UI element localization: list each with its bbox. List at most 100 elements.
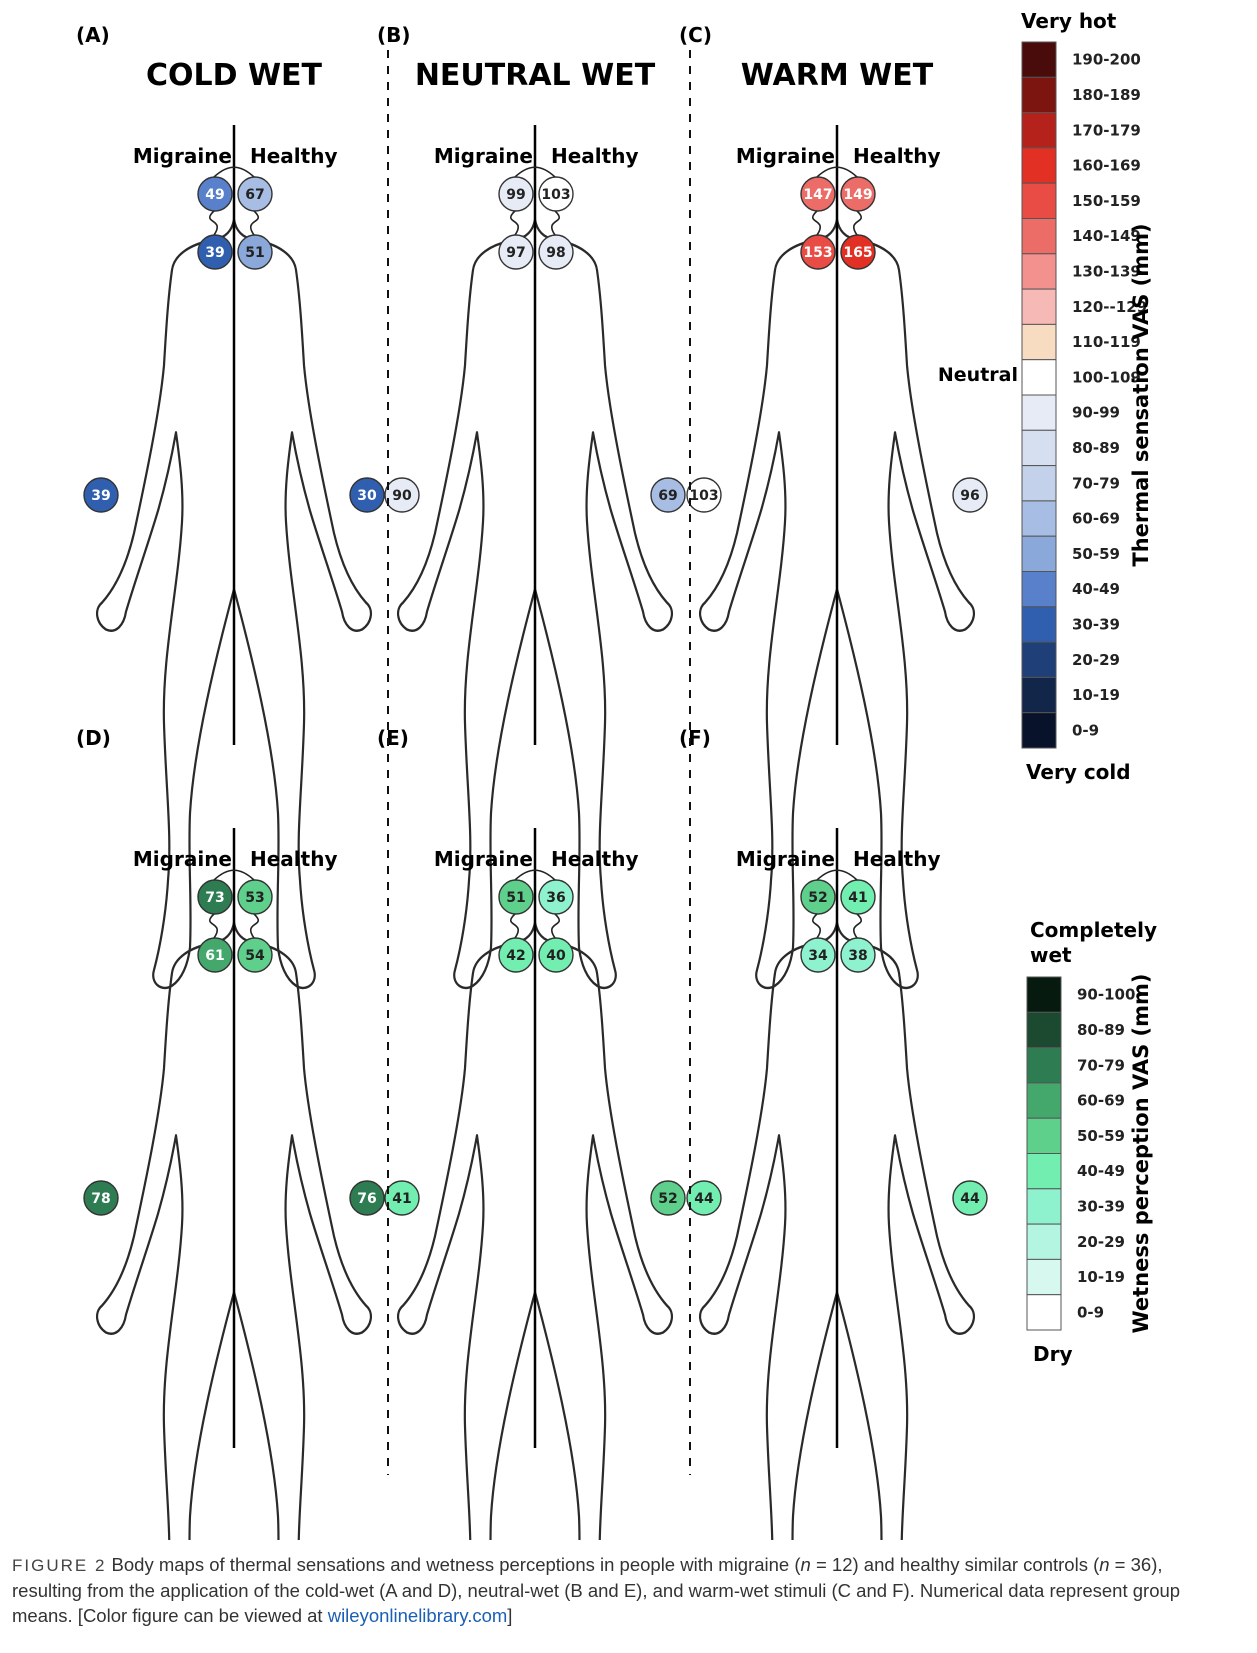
value-label: 52: [808, 890, 827, 906]
neck-outline: [249, 913, 260, 939]
migraine-hand-value: 103: [686, 477, 722, 513]
value-label: 103: [689, 488, 718, 504]
neck-outline: [208, 913, 219, 939]
legend-bin-label: 180-189: [1072, 86, 1141, 104]
value-label: 67: [245, 187, 264, 203]
legend-swatch: [1021, 676, 1057, 714]
legend-bin-label: 190-200: [1072, 51, 1141, 69]
healthy-label: Healthy: [250, 847, 338, 871]
legend-bin-label: 160-169: [1072, 157, 1141, 175]
value-label: 61: [205, 948, 224, 964]
legend-swatch: [1021, 182, 1057, 219]
legend-swatch: [1021, 323, 1057, 361]
healthy-label: Healthy: [551, 847, 639, 871]
legend-bin-label: 20-29: [1077, 1233, 1125, 1251]
healthy-neck-value: 98: [538, 234, 574, 270]
healthy-hand-value: 76: [349, 1180, 385, 1216]
caption-text: = 12) and healthy similar controls (: [810, 1554, 1100, 1575]
legend-bottom-label: Dry: [1033, 1342, 1073, 1366]
legend-swatch: [1021, 394, 1057, 431]
value-label: 99: [506, 187, 525, 203]
value-label: 42: [506, 948, 525, 964]
legend-bin-label: 40-49: [1072, 580, 1120, 598]
legend-top-label: wet: [1030, 943, 1072, 967]
legend-swatch: [1021, 218, 1057, 255]
legend-swatch: [1026, 1258, 1062, 1296]
legend-swatch: [1021, 606, 1057, 643]
legend-swatch: [1021, 147, 1057, 184]
head-outline: [514, 166, 556, 178]
legend-swatch: [1021, 712, 1057, 749]
legend-swatch: [1021, 288, 1057, 325]
healthy-neck-value: 40: [538, 937, 574, 973]
value-label: 69: [658, 488, 677, 504]
legend-bin-label: 30-39: [1077, 1197, 1125, 1215]
legend-swatch: [1021, 41, 1057, 78]
caption-n-var: n: [800, 1554, 811, 1575]
legend-swatch: [1021, 76, 1057, 114]
legend-axis-title: Thermal sensation VAS (mm): [1129, 223, 1153, 566]
legend-swatch: [1026, 976, 1062, 1013]
migraine-hand-value: 44: [686, 1180, 722, 1216]
neck-outline: [811, 210, 822, 236]
migraine-head-value: 99: [498, 176, 534, 212]
legend-swatch: [1026, 1188, 1062, 1225]
value-label: 165: [843, 245, 872, 261]
legend-bin-label: 0-9: [1077, 1303, 1104, 1321]
legend-bin-label: 90-100: [1077, 986, 1135, 1004]
migraine-neck-value: 97: [498, 234, 534, 270]
legend-swatch: [1026, 1011, 1062, 1049]
legend-swatch: [1021, 429, 1057, 467]
legend-bin-label: 140-149: [1072, 227, 1141, 245]
legend-swatch: [1021, 253, 1057, 290]
healthy-label: Healthy: [853, 144, 941, 168]
legend-bin-label: 80-89: [1072, 439, 1120, 457]
value-label: 44: [694, 1191, 714, 1207]
legend-bin-label: 70-79: [1072, 474, 1120, 492]
migraine-label: Migraine: [133, 847, 232, 871]
healthy-hand-value: 96: [952, 477, 988, 513]
value-label: 51: [506, 890, 525, 906]
value-label: 90: [392, 488, 412, 504]
value-label: 36: [546, 890, 565, 906]
wiley-online-library-link[interactable]: wileyonlinelibrary.com: [327, 1605, 508, 1626]
migraine-hand-value: 41: [384, 1180, 420, 1216]
legend-bottom-label: Very cold: [1026, 760, 1131, 784]
value-label: 147: [803, 187, 832, 203]
value-label: 39: [91, 488, 110, 504]
panel-title: NEUTRAL WET: [415, 58, 656, 93]
panel-letter: (E): [377, 726, 409, 750]
legend-bin-label: 50-59: [1072, 545, 1120, 563]
neck-outline: [208, 210, 219, 236]
legend-swatch: [1021, 571, 1057, 608]
figure-caption: FIGURE 2 Body maps of thermal sensations…: [12, 1552, 1237, 1628]
legend-top-label: Completely: [1030, 918, 1157, 942]
migraine-neck-value: 61: [197, 937, 233, 973]
neck-outline: [852, 913, 863, 939]
healthy-head-value: 149: [840, 176, 876, 212]
legend-bin-label: 80-89: [1077, 1021, 1125, 1039]
legend-swatch: [1021, 500, 1057, 537]
neck-outline: [811, 913, 822, 939]
neck-outline: [509, 913, 520, 939]
legend-swatch: [1021, 535, 1057, 573]
legend-bin-label: 30-39: [1072, 615, 1120, 633]
legend-bin-label: 120--129: [1072, 298, 1147, 316]
legend-bin-label: 10-19: [1077, 1268, 1125, 1286]
healthy-neck-value: 165: [840, 234, 876, 270]
panel-title: WARM WET: [741, 58, 934, 93]
value-label: 34: [808, 948, 828, 964]
panel-letter: (F): [679, 726, 711, 750]
legend-swatch: [1026, 1047, 1062, 1084]
neck-outline: [550, 210, 561, 236]
legend-bin-label: 110-119: [1072, 333, 1141, 351]
migraine-neck-value: 42: [498, 937, 534, 973]
legend-bin-label: 60-69: [1077, 1092, 1125, 1110]
value-label: 153: [803, 245, 832, 261]
migraine-head-value: 52: [800, 879, 836, 915]
